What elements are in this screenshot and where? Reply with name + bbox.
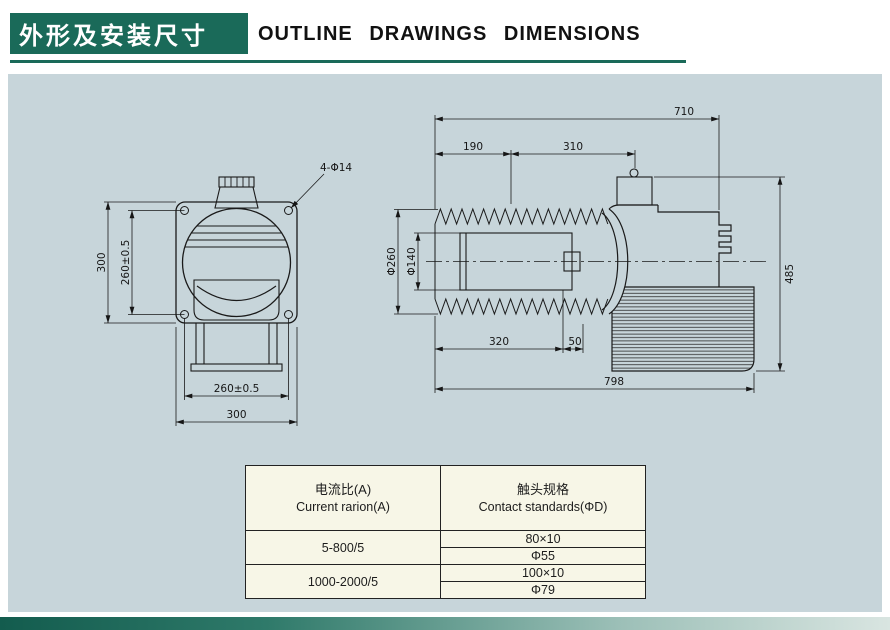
dim-front-hole-h: 260±0.5 — [214, 383, 260, 395]
table-row: Φ79 — [246, 581, 646, 599]
mounting-hole — [284, 310, 293, 319]
front-lower-window — [193, 279, 280, 321]
front-flange — [175, 201, 298, 324]
side-terminal-box — [616, 168, 653, 206]
front-view-dimensions: 300 260±0.5 260±0.5 300 4-Φ14 — [96, 162, 352, 426]
holes-note: 4-Φ14 — [320, 162, 352, 174]
dim-front-height: 300 — [96, 252, 108, 272]
technical-drawing: 300 260±0.5 260±0.5 300 4-Φ14 — [96, 106, 796, 426]
table-row: Φ55 — [246, 547, 646, 565]
table-row: 1000-2000/5 100×10 — [245, 564, 646, 599]
col-header-contact-standards-en: Contact standards(ΦD) — [478, 499, 608, 514]
side-view: 710 190 310 Φ260 Φ140 320 50 — [386, 106, 796, 393]
dim-side-798: 798 — [604, 376, 624, 388]
footer-gradient-bar — [0, 617, 890, 630]
dim-side-total: 710 — [674, 106, 694, 118]
page-title-cn: 外形及安装尺寸 — [10, 13, 248, 54]
dim-front-width: 300 — [226, 409, 246, 421]
page-title-cn-text: 外形及安装尺寸 — [19, 23, 208, 50]
dim-front-hole-v: 260±0.5 — [120, 240, 132, 286]
front-body-chords — [185, 225, 288, 248]
ratio-value-1: 5-800/5 — [245, 530, 441, 565]
front-base — [190, 323, 283, 372]
page-title-en: OUTLINE DRAWINGS DIMENSIONS — [258, 23, 641, 45]
dim-side-50: 50 — [568, 336, 581, 348]
spec-value-1a: 80×10 — [440, 530, 646, 548]
spec-value-2a: 100×10 — [440, 564, 646, 582]
header-rule — [10, 60, 686, 63]
col-header-contact-standards-cn: 触头规格 — [516, 481, 569, 497]
ratio-value-2: 1000-2000/5 — [245, 564, 441, 599]
side-fin-stack — [611, 286, 755, 372]
mounting-hole — [284, 206, 293, 215]
col-header-current-ratio-cn: 电流比(A) — [314, 481, 372, 497]
front-top-terminal — [214, 176, 259, 209]
dim-side-tube-dia: Φ140 — [406, 247, 418, 275]
spec-table-header-row: 电流比(A) Current rarion(A) 触头规格 Contact st… — [245, 465, 646, 531]
col-header-current-ratio: 电流比(A) Current rarion(A) — [245, 465, 441, 531]
spec-table: 电流比(A) Current rarion(A) 触头规格 Contact st… — [245, 465, 646, 599]
side-tank-outline — [657, 205, 732, 287]
spec-value-1b: Φ55 — [440, 547, 646, 565]
col-header-current-ratio-en: Current rarion(A) — [296, 499, 390, 514]
col-header-contact-standards: 触头规格 Contact standards(ΦD) — [440, 465, 646, 531]
dim-side-fin-dia: Φ260 — [386, 247, 398, 275]
table-row: 5-800/5 80×10 — [245, 530, 646, 565]
dim-side-height: 485 — [784, 264, 796, 284]
dim-side-190: 190 — [463, 141, 483, 153]
front-view: 300 260±0.5 260±0.5 300 4-Φ14 — [96, 162, 352, 426]
spec-value-2b: Φ79 — [440, 581, 646, 599]
dim-side-310: 310 — [563, 141, 583, 153]
side-view-dimensions: 710 190 310 Φ260 Φ140 320 50 — [386, 106, 796, 393]
drawings-panel: 300 260±0.5 260±0.5 300 4-Φ14 — [8, 74, 882, 612]
dim-side-320: 320 — [489, 336, 509, 348]
